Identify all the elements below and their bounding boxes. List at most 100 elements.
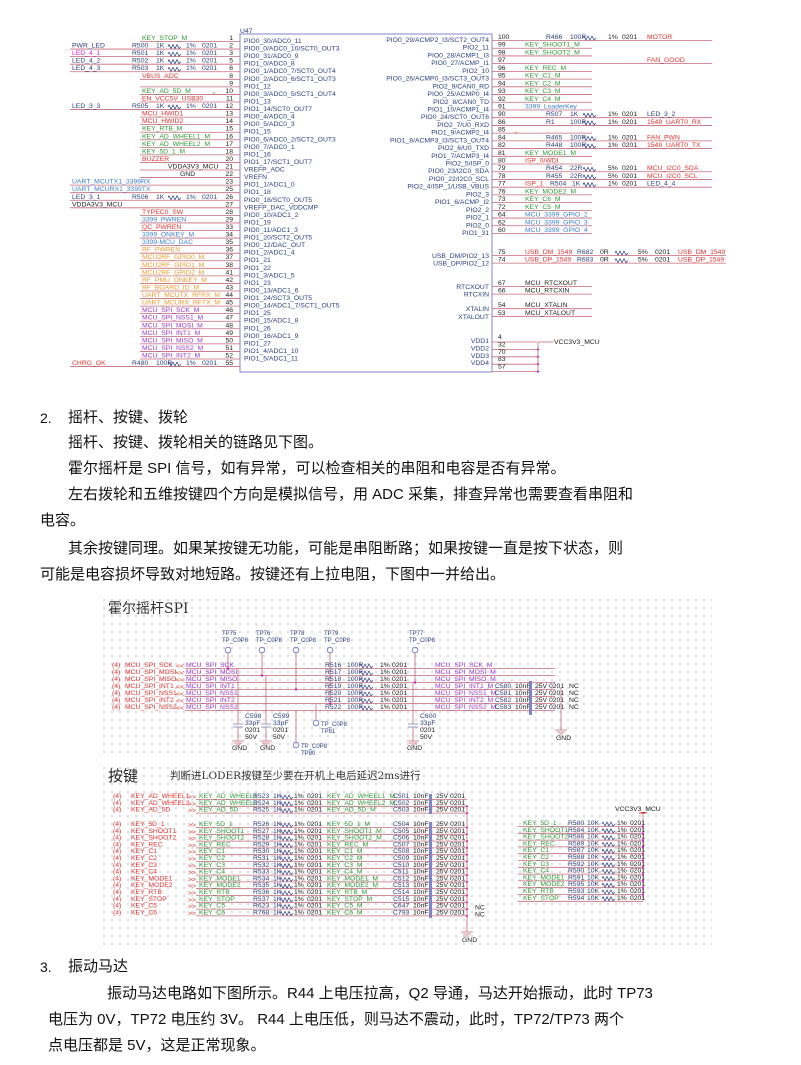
resistor-value: 22R [570,173,583,180]
mcu-pin-number: 10 [225,88,233,95]
junction-dot [641,839,645,842]
section-3-line-1: 振动马达电路如下图所示。R44 上电压拉高，Q2 导通，马达开始振动，此时 TP… [107,985,653,1002]
mcu-external-net: FAN_PWN [647,134,680,141]
resistor-tolerance: 1% [617,840,627,847]
off-page-connector: >> [188,883,196,890]
mcu-pin-number: 22 [225,171,233,178]
junction-dot [226,667,230,670]
resistor-value: 1K [156,58,165,65]
key-input-net: KEY_5D_1 [131,821,165,828]
resistor-ref: R584 [568,827,584,834]
resistor-tolerance: 1% [380,697,390,704]
capacitor-package: 0201 [245,727,260,734]
off-page-connector: >> [188,870,196,877]
resistor-symbol [359,684,374,690]
mcu-pin-number: 25 [225,186,233,193]
resistor-ref: R592 [568,861,584,868]
junction-dot [641,845,645,849]
capacitor-rating: 25V 0201 [436,793,465,800]
capacitor-rating: 50V [273,734,286,741]
resistor-ref: R590 [568,868,584,875]
capacitor-ref: C582 [495,697,511,704]
mcu-net-label: MCU_3399_GPIO_3 [525,219,588,226]
mcu-net-label: MCU_HWID1 [142,111,183,118]
resistor-tolerance: 1% [294,882,304,889]
resistor-ref: R528 [253,835,269,842]
mcu-pin-number: 86 [498,119,506,126]
mcu-pin-name: PIO0_4/ADC0_4 [244,114,295,121]
mcu-pin-number: 91 [498,103,506,110]
key-net-label: KEY_SHOOT2 [199,835,245,842]
resistor-ref: R594 [568,895,584,902]
mcu-pin-number: 92 [498,96,506,103]
off-page-connector: << [176,698,184,705]
off-page-connector: >> [188,897,196,904]
mcu-pin-name: USB_DP/PIO2_12 [433,261,489,268]
resistor-tolerance: 1% [186,103,196,110]
key-net-label: KEY_C5 [199,903,225,910]
mcu-pin-number: 70 [498,349,506,356]
mcu-external-net: VDDA3V3_MCU [72,201,122,208]
mcu-net-label: KEY_C1_M [525,73,561,80]
mcu-net-label: RF_PMU_ONKEY_M [142,277,207,284]
capacitor-value: 33pF [245,720,261,727]
resistor-symbol [582,166,597,173]
resistor-value: 1K [273,835,282,842]
mcu-pin-name: PIO1_0/ADC0_8 [244,61,295,68]
capacitor-value: 10nF [515,683,531,690]
resistor-value: 1K [273,841,282,848]
resistor-ref: R587 [568,847,584,854]
resistor-ref: R589 [568,840,584,847]
mcu-pin-number: 72 [498,204,506,211]
junction-dot [536,370,540,373]
resistor-package: 0201 [307,889,322,896]
resistor-package: 0201 [392,697,407,704]
spi-output-net: MCU_SPI_MISO_M [435,676,496,683]
resistor-value: 10K [587,868,600,875]
resistor-package: 0201 [392,662,407,669]
resistor-symbol [359,698,374,704]
test-point-symbol [326,646,334,654]
capacitor-value: 10nF [515,697,531,704]
sheet-reference: (4) [113,855,121,862]
pullup-net: KEY_REC [523,840,555,847]
resistor-tolerance: 5% [638,257,648,264]
clock-net-label: MCU_XTALOUT [525,310,575,317]
mcu-external-net: LED_4_2 [72,58,101,65]
capacitor-rating: 25V 0201 [535,704,564,711]
resistor-tolerance: 1% [294,807,304,814]
resistor-package: 0201 [622,165,637,172]
resistor-value: 10K [587,854,600,861]
section-2-line-4: 电容。 [40,512,86,529]
sheet-reference: (4) [113,848,121,855]
mcu-net-label: KEY_C3_M [525,88,561,95]
spi-input-net: MCU_SPI_MISO [125,676,176,683]
mcu-net-label: RF_PWREN [142,247,180,254]
mcu-pin-number: 27 [225,201,233,208]
resistor-ref: R530 [253,848,269,855]
capacitor-value: 10nF [413,909,429,916]
resistor-symbol [279,849,294,855]
mcu-pin-number: 49 [225,330,233,337]
mcu-net-label: MCU_HWID2 [142,118,183,125]
resistor-package: 0201 [392,669,407,676]
resistor-symbol [279,807,294,814]
off-page-connector: >> [188,910,196,917]
spi-schematic-title: 霍尔摇杆SPI [108,601,189,617]
resistor-tolerance: 1% [617,827,627,834]
resistor-ref: R531 [253,855,269,862]
mcu-pin-number: 43 [225,284,233,291]
test-point-ref: TP79 [324,631,339,637]
resistor-tolerance: 1% [617,834,627,841]
mcu-pin-name: PIO0_24/SCT0_OUT6 [421,114,489,121]
section-3-heading: 振动马达 [68,958,129,975]
mcu-pin-number: 14 [225,118,233,125]
key-output-net: KEY_MODE2_M [327,882,378,889]
resistor-tolerance: 1% [294,800,304,807]
test-point-symbol [224,646,232,654]
resistor-package: 0201 [630,895,645,902]
resistor-package: 0201 [307,807,322,814]
key-input-net: KEY_AD_5D [131,807,170,814]
mcu-pin-name: PIO1_31 [462,230,489,237]
mcu-pin-number: 32 [498,341,506,348]
